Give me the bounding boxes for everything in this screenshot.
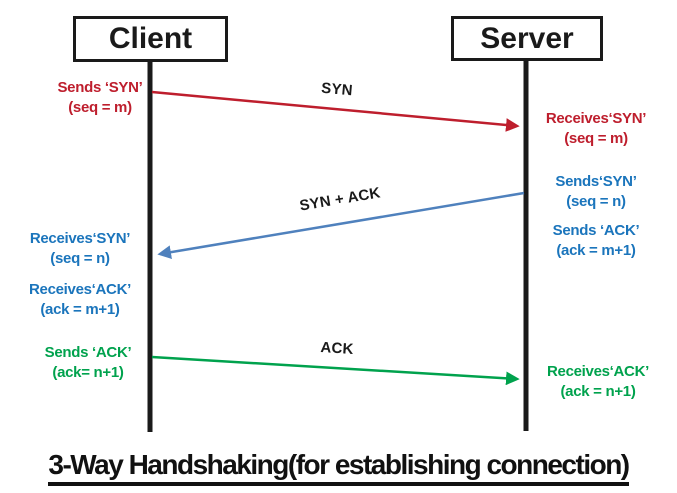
note-line: (seq = n)	[50, 250, 110, 267]
syn-ack-arrow	[157, 191, 525, 259]
note-line: Receives‘SYN’	[545, 110, 647, 127]
note-client-sends-syn: Sends ‘SYN’ (seq = m)	[35, 78, 165, 118]
note-server-receives-ack: Receives‘ACK’ (ack = n+1)	[533, 362, 663, 402]
note-line: (ack= n+1)	[52, 364, 124, 381]
diagram-canvas	[147, 59, 529, 432]
note-line: (ack = m+1)	[40, 301, 120, 318]
note-line: (ack = n+1)	[560, 383, 636, 400]
note-line: Sends ‘ACK’	[44, 344, 132, 361]
note-line: (seq = m)	[564, 130, 628, 147]
client-actor-label: Client	[108, 22, 193, 55]
note-server-receives-syn: Receives‘SYN’ (seq = m)	[531, 109, 661, 149]
note-line: Sends ‘SYN’	[57, 79, 143, 96]
note-client-sends-ack: Sends ‘ACK’ (ack= n+1)	[23, 343, 153, 383]
note-client-receives-syn: Receives‘SYN’ (seq = n)	[15, 229, 145, 269]
note-line: Sends‘SYN’	[555, 173, 637, 190]
client-actor-box: Client	[73, 16, 228, 62]
note-line: Receives‘ACK’	[29, 281, 131, 298]
note-line: Sends ‘ACK’	[552, 222, 640, 239]
diagram-title-bar: 3-Way Handshaking(for establishing conne…	[0, 449, 677, 486]
syn-arrow	[151, 90, 520, 132]
note-line: (seq = n)	[566, 193, 626, 210]
note-line: (seq = m)	[68, 99, 132, 116]
note-line: Receives‘SYN’	[29, 230, 131, 247]
note-client-receives-ack: Receives‘ACK’ (ack = m+1)	[15, 280, 145, 320]
diagram-title: 3-Way Handshaking(for establishing conne…	[48, 449, 630, 486]
note-server-sends-ack: Sends ‘ACK’ (ack = m+1)	[531, 221, 661, 261]
note-line: Receives‘ACK’	[547, 363, 649, 380]
note-line: (ack = m+1)	[556, 242, 636, 259]
server-actor-label: Server	[480, 21, 574, 55]
handshake-diagram: Client Server SYN SYN + ACK ACK Sends ‘S…	[15, 16, 663, 432]
note-server-sends-syn: Sends‘SYN’ (seq = n)	[531, 172, 661, 212]
server-actor-box: Server	[451, 16, 603, 61]
ack-arrow	[151, 355, 520, 386]
